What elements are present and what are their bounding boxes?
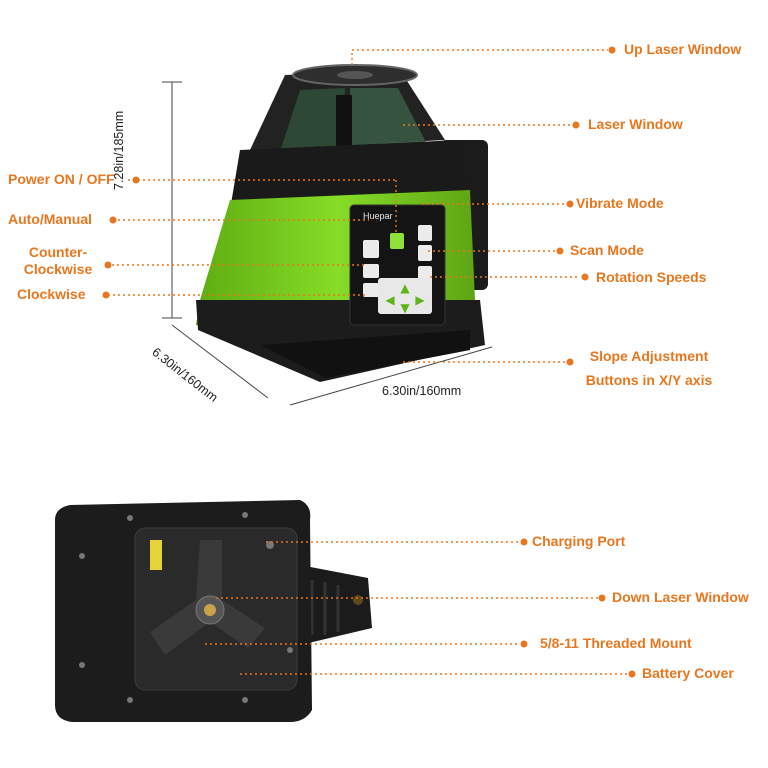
clockwise-button[interactable] — [363, 283, 379, 297]
label-down-laser-window: Down Laser Window — [612, 589, 749, 605]
label-up-laser-window: Up Laser Window — [624, 41, 742, 57]
counter-clockwise-button[interactable] — [363, 264, 379, 278]
vibrate-button[interactable] — [418, 225, 432, 241]
auto-manual-button[interactable] — [363, 240, 379, 258]
rotary-laser-device: Huepar ▲ ◀ ▶ ▼ — [196, 64, 488, 382]
brand-logo: Huepar — [363, 211, 393, 221]
label-auto-manual: Auto/Manual — [8, 211, 92, 227]
dimension-width: 6.30in/160mm — [382, 384, 462, 398]
scan-button[interactable] — [418, 245, 432, 261]
label-laser-window: Laser Window — [588, 116, 683, 132]
label-battery-cover: Battery Cover — [642, 665, 734, 681]
label-vibrate-mode: Vibrate Mode — [576, 195, 664, 211]
label-threaded-mount: 5/8-11 Threaded Mount — [540, 635, 692, 651]
label-scan-mode: Scan Mode — [570, 242, 644, 258]
label-charging-port: Charging Port — [532, 533, 626, 549]
label-counter-clockwise: Counter- Clockwise — [23, 244, 93, 277]
dimension-lines — [162, 81, 493, 406]
arrow-down-icon[interactable]: ▼ — [400, 301, 410, 315]
label-rotation-speeds: Rotation Speeds — [596, 269, 707, 285]
device-bottom-view — [55, 500, 372, 722]
label-power: Power ON / OFF — [8, 171, 115, 187]
arrow-up-icon[interactable]: ▲ — [400, 281, 410, 295]
leader-lines — [108, 49, 628, 675]
arrow-right-icon[interactable]: ▶ — [415, 293, 425, 307]
dimension-height: 7.28in/185mm — [112, 110, 126, 190]
label-clockwise: Clockwise — [17, 286, 86, 302]
leader-dots — [102, 46, 636, 678]
arrow-left-icon[interactable]: ◀ — [385, 293, 395, 307]
label-slope-adjustment: Slope Adjustment Buttons in X/Y axis — [585, 348, 713, 388]
power-button[interactable] — [390, 233, 404, 249]
